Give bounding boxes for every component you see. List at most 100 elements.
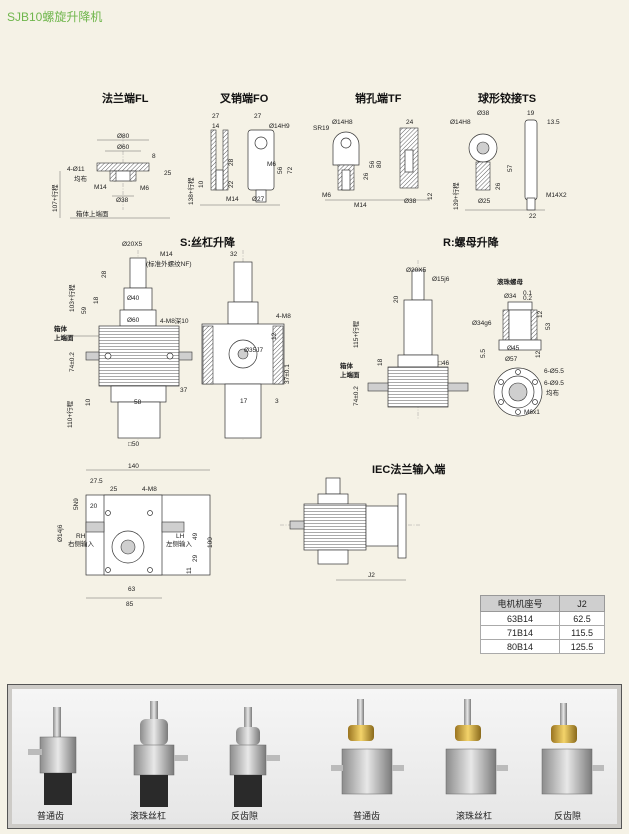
- tf-dim-6: M6: [322, 192, 331, 199]
- r-dim-7: 18: [377, 358, 384, 366]
- ts-dim-8: M14X2: [546, 192, 567, 199]
- photo-caption: 滚珠丝杠: [456, 811, 493, 821]
- fo-dim-8: 72: [287, 166, 294, 174]
- s-dim-22: 37: [180, 387, 188, 394]
- fo-dim-10: 138+行程: [186, 177, 195, 205]
- r-dim-4: □46: [438, 360, 450, 367]
- fo-dim-4: 28: [228, 158, 235, 166]
- s-dim-16: □50: [128, 441, 140, 448]
- s-dim-0: Ø20X5: [122, 241, 143, 248]
- s-dim-6: 59: [81, 306, 88, 314]
- s-dim-7: 103+行程: [67, 284, 76, 312]
- s-dim-11: 上端面: [54, 333, 74, 342]
- tf-dim-9: 12: [427, 192, 434, 200]
- top-dim-14: 29: [192, 554, 199, 562]
- drawing-s-side: [201, 250, 285, 440]
- table-cell: 80B14: [479, 639, 561, 654]
- fo-dim-7: 56: [277, 166, 284, 174]
- s-dim-3: 32: [230, 251, 238, 258]
- ts-dim-1: Ø38: [477, 110, 490, 117]
- s-dim-19: Ø35J7: [244, 347, 264, 354]
- fl-dim-0: Ø80: [117, 133, 130, 140]
- drawing-fl: [59, 135, 170, 219]
- ball-dim-0: Ø34: [504, 293, 517, 300]
- fo-dim-12: Ø27: [252, 196, 265, 203]
- fl-dim-3: 25: [164, 170, 172, 177]
- photo-caption: 滚珠丝杠: [130, 811, 167, 821]
- s-dim-12: 74±0.2: [69, 352, 76, 372]
- table-cell: 71B14: [479, 625, 561, 640]
- s-dim-20: 12: [271, 332, 278, 340]
- label-ts: 球形铰接TS: [478, 91, 536, 105]
- drawing-r: [367, 260, 469, 420]
- label-iec: IEC法兰输入端: [372, 462, 445, 476]
- s-dim-17: 4-M8深10: [160, 316, 189, 325]
- r-dim-3: 115+行程: [351, 320, 360, 348]
- ts-dim-3: 13.5: [547, 119, 560, 126]
- ball-dim-9: 12: [535, 350, 542, 358]
- table-header-j2: J2: [559, 595, 605, 612]
- fl-dim-9: 107+行程: [50, 184, 59, 212]
- s-dim-21: 37±0.1: [284, 364, 291, 384]
- ball-dim-12: 均布: [546, 388, 560, 397]
- product-ballscrew-nut: [445, 699, 508, 795]
- top-dim-7: RH: [76, 533, 86, 540]
- top-dim-2: 25: [110, 486, 118, 493]
- s-dim-5: 18: [93, 296, 100, 304]
- drawing-s-front: [70, 250, 193, 440]
- technical-drawings: 法兰端FL 叉销端FO 销孔端TF 球形铰接TS Ø80 Ø60 8 25 4-…: [50, 91, 567, 608]
- label-s: S:丝杠升降: [180, 235, 236, 249]
- tf-dim-3: 26: [363, 172, 370, 180]
- fo-dim-2: 27: [254, 113, 262, 120]
- photo-strip-inner: 普通齿 滚珠丝杠 反齿隙 普通齿 滚珠丝杠 反齿隙: [12, 689, 617, 824]
- tf-dim-8: Ø38: [404, 198, 417, 205]
- label-fl: 法兰端FL: [102, 91, 149, 105]
- top-dim-8: 右侧输入: [68, 539, 95, 548]
- r-dim-1: Ø15j6: [432, 276, 450, 283]
- ball-dim-10: 6-Ø5.5: [544, 368, 564, 375]
- photo-caption: 反齿隙: [554, 811, 582, 821]
- ball-dim-13: M6x1: [524, 409, 540, 416]
- ts-dim-5: 26: [495, 182, 502, 190]
- table-cell: 125.5: [559, 639, 605, 654]
- s-dim-23: 17: [240, 398, 248, 405]
- s-dim-9: Ø60: [127, 317, 140, 324]
- product-standard-screw: [28, 707, 77, 805]
- fl-dim-2: 8: [152, 153, 156, 160]
- drawing-ball-nut: [493, 301, 543, 417]
- fo-dim-6: M6: [267, 161, 276, 168]
- table-header-row: 电机机座号 J2: [479, 595, 605, 612]
- s-dim-13: 110+行程: [65, 400, 74, 428]
- s-dim-2: (标准外螺纹NF): [146, 259, 192, 268]
- s-dim-1: M14: [160, 251, 173, 258]
- r-dim-8: 74±0.2: [353, 386, 360, 406]
- photo-caption: 普通齿: [353, 811, 381, 821]
- top-dim-9: LH: [176, 533, 185, 540]
- top-dim-4: 5N9: [73, 498, 80, 510]
- motor-frame-table: 电机机座号 J2 63B14 62.5 71B14 115.5 80B14 12…: [479, 595, 605, 654]
- ts-dim-7: Ø25: [478, 198, 491, 205]
- label-fo: 叉销端FO: [219, 91, 269, 105]
- fl-dim-8: M6: [140, 185, 149, 192]
- drawing-top-view: [85, 469, 211, 599]
- fo-dim-5: 22: [228, 180, 235, 188]
- iec-dim-0: J2: [368, 572, 375, 579]
- ball-dim-6: Ø45: [507, 345, 520, 352]
- s-dim-18: 4-M8: [276, 313, 291, 320]
- ball-dim-2: 0.2: [523, 295, 532, 302]
- product-anti-backlash: [229, 707, 280, 807]
- drawing-ts: [465, 119, 545, 211]
- ball-dim-8: 5.5: [480, 349, 487, 358]
- fo-dim-9: 10: [198, 180, 205, 188]
- table-header-frame: 电机机座号: [479, 595, 561, 612]
- r-dim-5: 箱体: [340, 361, 354, 370]
- fl-dim-10: 箱体上端面: [76, 209, 109, 218]
- fo-dim-11: M14: [226, 196, 239, 203]
- ts-dim-0: Ø14H8: [450, 119, 471, 126]
- top-dim-16: 85: [126, 601, 134, 608]
- r-dim-6: 上端面: [340, 370, 360, 379]
- label-ball-nut: 滚珠螺母: [497, 277, 524, 286]
- ball-dim-11: 6-Ø9.5: [544, 380, 564, 387]
- fl-dim-5: 均布: [74, 174, 88, 183]
- drawing-tf: [325, 127, 430, 201]
